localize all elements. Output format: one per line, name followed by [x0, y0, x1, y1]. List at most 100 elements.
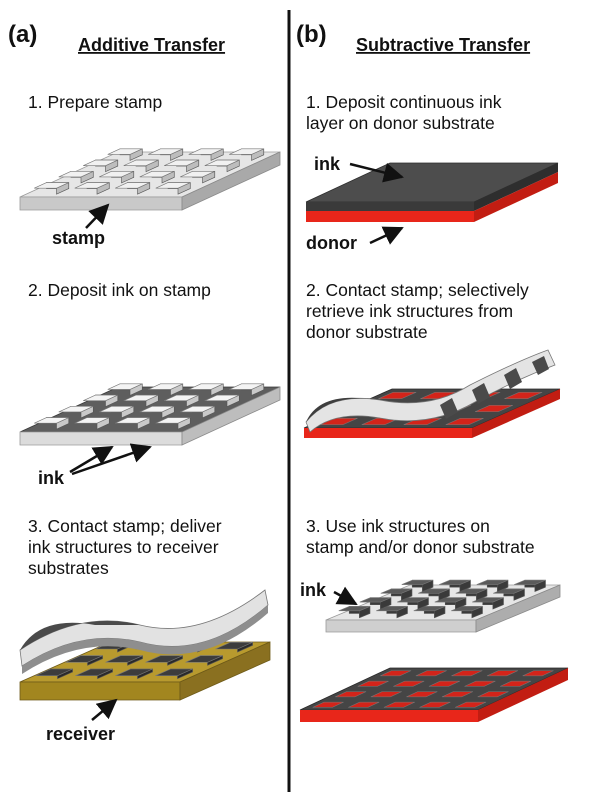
- peeling-stamp-left: [19, 589, 269, 674]
- inked-stamp-post: [180, 406, 215, 413]
- inked-stamp-post: [139, 406, 175, 413]
- vacated-site: [477, 691, 509, 698]
- inked-stamp-post: [115, 417, 150, 424]
- panel-a-tag: (a): [8, 21, 37, 48]
- stamp-post: [204, 159, 240, 166]
- ink-arrow-2: [71, 443, 152, 476]
- ink-structure-arrow: [333, 586, 358, 606]
- left-step-2-text: 2. Deposit ink on stamp: [28, 280, 211, 300]
- delivered-ink-square: [155, 668, 193, 676]
- left-step-3-text: 3. Contact stamp; deliver ink structures…: [28, 516, 226, 578]
- right-step-2-text: 2. Contact stamp; selectively retrieve i…: [306, 280, 534, 342]
- stamp-arrow: [85, 203, 110, 229]
- retrieved-site: [378, 391, 417, 400]
- vacated-site: [500, 680, 532, 687]
- inked-stamp-post: [148, 383, 183, 390]
- left-stamp-2: [19, 383, 281, 446]
- stamp-post: [164, 159, 199, 166]
- stamp-post: [148, 148, 183, 155]
- vacated-site: [441, 691, 474, 698]
- panel-b-tag: (b): [296, 21, 327, 48]
- retrieved-site: [504, 391, 543, 400]
- inked-stamp-post: [123, 394, 159, 401]
- inked-stamp-post: [74, 417, 110, 424]
- ink-label-right-3: ink: [300, 580, 327, 600]
- stamp-post: [155, 182, 191, 189]
- ink-structure-post: [439, 579, 471, 585]
- ink-structure-post: [514, 579, 546, 585]
- ink-structure-post: [380, 588, 412, 594]
- stamp-post: [58, 171, 94, 178]
- delivered-ink-square: [145, 655, 183, 663]
- vacated-site: [393, 680, 425, 687]
- vacated-site: [428, 680, 460, 687]
- stamp-post: [34, 182, 69, 189]
- donor-label: donor: [306, 233, 357, 253]
- delivered-ink-square: [215, 642, 253, 650]
- stamp-post: [83, 159, 118, 166]
- stamp-with-ink-structures: [325, 579, 561, 633]
- stamp-post: [123, 159, 159, 166]
- vacated-site: [348, 701, 380, 708]
- vacated-site: [383, 701, 415, 708]
- delivered-ink-square: [65, 655, 103, 663]
- ink-label-left: ink: [38, 468, 65, 488]
- delivered-ink-square: [115, 668, 153, 676]
- stamp-label: stamp: [52, 228, 105, 248]
- inked-stamp-post: [34, 417, 69, 424]
- ink-structure-post: [338, 606, 370, 612]
- ink-layer-arrow: [349, 162, 404, 183]
- receiver-substrate: [19, 641, 271, 701]
- stamp-post: [139, 171, 175, 178]
- vacated-site: [522, 670, 554, 677]
- ink-arrow-1: [69, 445, 114, 474]
- vacated-site: [357, 680, 389, 687]
- inked-stamp-post: [164, 394, 199, 401]
- inked-stamp-post: [83, 394, 118, 401]
- right-step-1-text: 1. Deposit continuous ink layer on donor…: [306, 92, 506, 133]
- delivered-ink-square: [75, 668, 113, 676]
- ink-structure-post: [401, 579, 433, 585]
- inked-stamp-post: [204, 394, 240, 401]
- donor-arrow: [369, 226, 404, 245]
- stamp-post: [180, 171, 215, 178]
- patterned-donor-substrate: [299, 667, 569, 722]
- vacated-site: [455, 701, 487, 708]
- retrieved-site: [474, 404, 513, 413]
- receiver-arrow: [91, 698, 118, 721]
- inked-stamp-post: [99, 406, 134, 413]
- delivered-ink-square: [185, 655, 223, 663]
- inked-stamp-post: [107, 383, 143, 390]
- vacated-site: [464, 680, 496, 687]
- vacated-site: [370, 691, 402, 698]
- delivered-ink-square: [105, 655, 143, 663]
- peeling-stamp-right: [305, 349, 556, 433]
- stamp-post: [99, 171, 134, 178]
- additive-transfer-heading: Additive Transfer: [78, 35, 225, 55]
- stamp-post: [229, 148, 264, 155]
- donor-with-ink-layer: [305, 162, 559, 222]
- stamp-post: [115, 182, 150, 189]
- ink-structure-post: [359, 597, 391, 603]
- right-step-3-text: 3. Use ink structures on stamp and/or do…: [306, 516, 535, 557]
- vacated-site: [335, 691, 367, 698]
- vacated-site: [406, 691, 438, 698]
- ink-label-right-1: ink: [314, 154, 341, 174]
- stamp-post: [188, 148, 224, 155]
- subtractive-transfer-heading: Subtractive Transfer: [356, 35, 530, 55]
- vacated-site: [419, 701, 451, 708]
- vacated-site: [380, 670, 412, 677]
- retrieved-site: [445, 417, 484, 426]
- stamp-post: [107, 148, 143, 155]
- inked-stamp-post: [58, 406, 94, 413]
- stamp-post: [74, 182, 110, 189]
- vacated-site: [451, 670, 483, 677]
- receiver-label: receiver: [46, 724, 115, 744]
- ink-structure-post: [476, 579, 508, 585]
- inked-stamp-post: [155, 417, 191, 424]
- inked-stamp-post: [188, 383, 224, 390]
- vacated-site: [486, 670, 519, 677]
- left-step-1-text: 1. Prepare stamp: [28, 92, 162, 112]
- vacated-site: [312, 701, 344, 708]
